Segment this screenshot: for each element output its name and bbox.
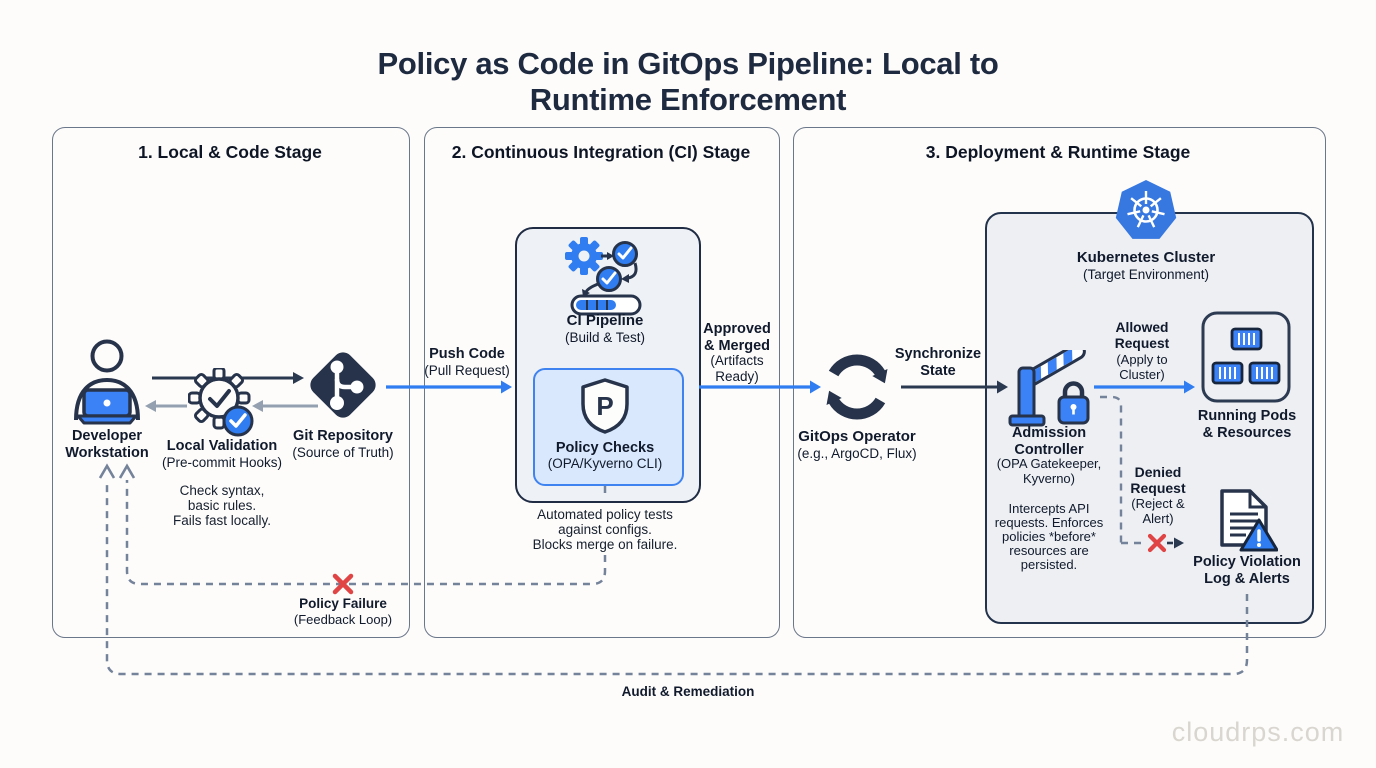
synchronize-state-label: Synchronize State [894, 346, 982, 379]
running-pods-icon [1201, 311, 1291, 403]
shield-letter: P [596, 391, 613, 421]
admission-controller-sub: (OPA Gatekeeper, Kyverno) [996, 456, 1102, 486]
kubernetes-icon [1115, 180, 1177, 239]
stage3-heading: 3. Deployment & Runtime Stage [925, 142, 1191, 162]
running-pods-label: Running Pods & Resources [1197, 408, 1297, 441]
kubernetes-cluster-label: Kubernetes Cluster [1076, 249, 1216, 266]
admission-controller-desc: Intercepts API requests. Enforces polici… [994, 501, 1104, 572]
gitops-operator-sync-icon [826, 354, 888, 420]
kubernetes-cluster-sub: (Target Environment) [1082, 267, 1210, 282]
git-repository-label: Git Repository [293, 428, 393, 444]
denied-request-label: Denied Request [1130, 464, 1186, 496]
policy-failure-x-icon [332, 573, 354, 595]
git-repository-sub: (Source of Truth) [292, 445, 394, 460]
policy-violation-log-icon [1220, 489, 1278, 552]
precommit-validation-icon [188, 368, 254, 437]
admission-controller-icon [1008, 350, 1090, 427]
audit-remediation-label: Audit & Remediation [621, 684, 755, 699]
gitops-operator-label: GitOps Operator [798, 428, 916, 445]
denied-request-sub: (Reject & Alert) [1131, 496, 1185, 526]
gitops-operator-sub: (e.g., ArgoCD, Flux) [797, 446, 917, 461]
local-validation-desc: Check syntax, basic rules. Fails fast lo… [172, 483, 272, 529]
watermark: cloudrps.com [1171, 717, 1345, 747]
policy-failure-label: Policy Failure [299, 596, 387, 611]
stage2-heading: 2. Continuous Integration (CI) Stage [451, 142, 751, 162]
push-code-label: Push Code [429, 346, 505, 362]
ci-pipeline-sub: (Build & Test) [564, 330, 646, 345]
stage1-heading: 1. Local & Code Stage [138, 142, 322, 162]
policy-violation-label: Policy Violation Log & Alerts [1193, 554, 1301, 587]
approved-merged-sub: (Artifacts Ready) [710, 353, 764, 384]
policy-failure-sub: (Feedback Loop) [293, 612, 393, 627]
push-code-sub: (Pull Request) [424, 363, 510, 378]
developer-workstation-label: Developer Workstation [65, 428, 149, 461]
local-validation-sub: (Pre-commit Hooks) [161, 455, 283, 470]
policy-checks-desc: Automated policy tests against configs. … [532, 507, 678, 553]
developer-icon [74, 339, 140, 425]
local-validation-label: Local Validation [166, 438, 278, 454]
approved-merged-label: Approved & Merged [703, 321, 771, 354]
page-title: Policy as Code in GitOps Pipeline: Local… [377, 46, 999, 117]
allowed-request-sub: (Apply to Cluster) [1116, 352, 1168, 382]
policy-shield-icon: P [581, 378, 629, 434]
ci-pipeline-label: CI Pipeline [566, 312, 644, 329]
policy-checks-label: Policy Checks [555, 440, 655, 456]
policy-checks-sub: (OPA/Kyverno CLI) [547, 456, 663, 471]
admission-controller-label: Admission Controller [1011, 425, 1087, 458]
git-repository-icon [310, 352, 376, 418]
ci-pipeline-icon [565, 237, 642, 316]
denied-x-icon [1147, 533, 1167, 553]
allowed-request-label: Allowed Request [1114, 320, 1170, 351]
